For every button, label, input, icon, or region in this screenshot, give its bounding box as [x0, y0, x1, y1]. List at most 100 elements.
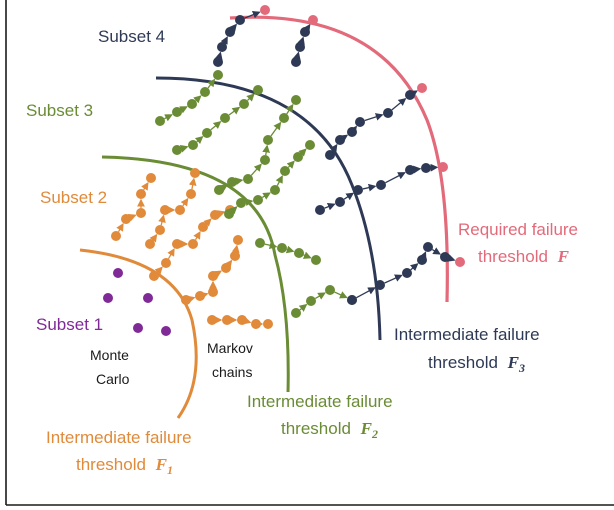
chain-subset2-step-arrow	[149, 233, 158, 243]
chain-subset3-step-arrow	[298, 148, 307, 157]
chain-subset2-point	[136, 208, 146, 218]
chain-subset4-point	[423, 242, 433, 252]
chain-subset3-point	[236, 198, 246, 208]
chain-subset3-step-arrow	[285, 245, 295, 254]
chain-subset2-step-arrow	[154, 266, 163, 275]
chain-subset4-point	[383, 108, 393, 118]
chain-subset3-point	[243, 174, 253, 184]
chain-subset2-point	[207, 315, 217, 325]
chain-subset2-step-arrow	[127, 214, 137, 222]
chain-subset4-step-arrow	[343, 192, 355, 201]
threshold-f2-label-line2: threshold F2	[281, 419, 378, 441]
chain-subset3-point	[253, 85, 263, 95]
chain-subset4-point	[405, 90, 415, 100]
chain-subset4-point	[375, 280, 385, 290]
chain-subset3-step-arrow	[234, 177, 244, 186]
chain-subset4-point	[335, 197, 345, 207]
chain-subset3-step-arrow	[193, 95, 202, 104]
chain-subset4-step-arrow	[220, 36, 228, 45]
chain-subset2-point	[146, 173, 156, 183]
subset3-label: Subset 3	[26, 101, 93, 120]
chain-subset3-step-arrow	[164, 114, 173, 122]
chain-subset2-point	[175, 205, 185, 215]
monte-carlo-sample	[113, 268, 123, 278]
threshold-f2-word: threshold	[281, 419, 351, 438]
chain-subset2-step-arrow	[216, 210, 226, 218]
threshold-f1-label-line1: Intermediate failure	[46, 428, 192, 447]
chain-subset3-point	[280, 166, 290, 176]
chain-subset4-step-arrow	[362, 183, 377, 192]
chain-subset4-step-arrow	[409, 90, 418, 98]
threshold-f3-label-line2: threshold F3	[428, 353, 525, 375]
chain-subset4-step-arrow	[364, 113, 384, 122]
chain-subset4-point	[405, 165, 415, 175]
chain-subset4-step-arrow	[431, 247, 441, 255]
chain-subset3-point	[293, 152, 303, 162]
chain-subset3-point	[260, 155, 270, 165]
chain-subset2-step-arrow	[203, 218, 212, 227]
chain-subset3-point	[253, 195, 263, 205]
threshold-f-label-line1: Required failure	[458, 220, 578, 239]
chain-subset4-step-arrow	[385, 172, 406, 184]
threshold-f2-subscript: 2	[371, 427, 378, 441]
chain-subset3-point	[202, 128, 212, 138]
chain-subset3-step-arrow	[298, 303, 308, 312]
chain-subset3-step-arrow	[246, 93, 255, 102]
chain-subset3-point	[213, 70, 223, 80]
chain-subset3-step-arrow	[229, 206, 238, 215]
threshold-f2-symbol: F	[360, 419, 373, 438]
chain-subset4-point	[347, 295, 357, 305]
chain-subset3-step-arrow	[219, 184, 228, 192]
chain-subset3-step-arrow	[194, 136, 204, 145]
chain-subset4-step-arrow	[419, 251, 427, 260]
chain-subset4-step-arrow	[446, 254, 456, 262]
chain-subset3-point	[305, 140, 315, 150]
markov-chains-label-line1: Markov	[207, 340, 253, 356]
chain-subset2-step-arrow	[224, 259, 233, 269]
chain-subset4-point	[355, 117, 365, 127]
chain-subset2-point	[121, 214, 131, 224]
chain-subset4-point	[376, 180, 386, 190]
chain-subset2-point	[160, 205, 170, 215]
chain-subset4-step-arrow	[215, 51, 223, 61]
chain-subset3-point	[172, 145, 182, 155]
chain-subset4-point	[402, 268, 412, 278]
threshold-f3-label-line1: Intermediate failure	[394, 325, 540, 344]
chain-subset3-step-arrow	[262, 144, 271, 156]
chain-subset4-step-arrow	[391, 97, 407, 111]
chain-subset3-step-arrow	[275, 175, 283, 186]
threshold-f3-symbol: F	[507, 353, 520, 372]
chain-subset4-step-arrow	[356, 287, 376, 299]
chain-subset3-point	[291, 95, 301, 105]
chain-subset4-point	[325, 150, 335, 160]
chain-subset3-point	[239, 99, 249, 109]
chain-subset3-point	[325, 285, 335, 295]
chain-subset3-step-arrow	[302, 251, 312, 259]
markov-chains-label-line2: chains	[212, 364, 252, 380]
chain-subset3-step-arrow	[245, 198, 254, 207]
chain-subset3-point	[255, 238, 265, 248]
chain-subset4-point	[438, 162, 448, 172]
chain-subset4-point	[417, 83, 427, 93]
monte-carlo-label-line1: Monte	[90, 347, 129, 363]
chain-subset4-point	[308, 15, 318, 25]
chain-subset2-point	[161, 258, 171, 268]
threshold-f3-word: threshold	[428, 353, 498, 372]
chain-subset4-step-arrow	[297, 36, 305, 46]
chain-subset2-step-arrow	[141, 181, 149, 191]
chain-subset3-point	[263, 135, 273, 145]
chain-subset4-point	[295, 42, 305, 52]
chain-subset2-point	[155, 225, 165, 235]
chain-subset3-point	[187, 99, 197, 109]
chain-subset4-point	[353, 185, 363, 195]
subset4-label: Subset 4	[98, 27, 165, 46]
chain-subset4-point	[347, 127, 357, 137]
chain-subset3-step-arrow	[207, 78, 216, 89]
chain-subset2-point	[111, 231, 121, 241]
chain-subset2-step-arrow	[186, 295, 196, 304]
threshold-f1-subscript: 1	[167, 463, 173, 477]
chain-subset4-point	[235, 15, 245, 25]
threshold-f3-subscript: 3	[518, 361, 525, 375]
monte-carlo-sample	[103, 293, 113, 303]
chain-subset2-point	[188, 239, 198, 249]
